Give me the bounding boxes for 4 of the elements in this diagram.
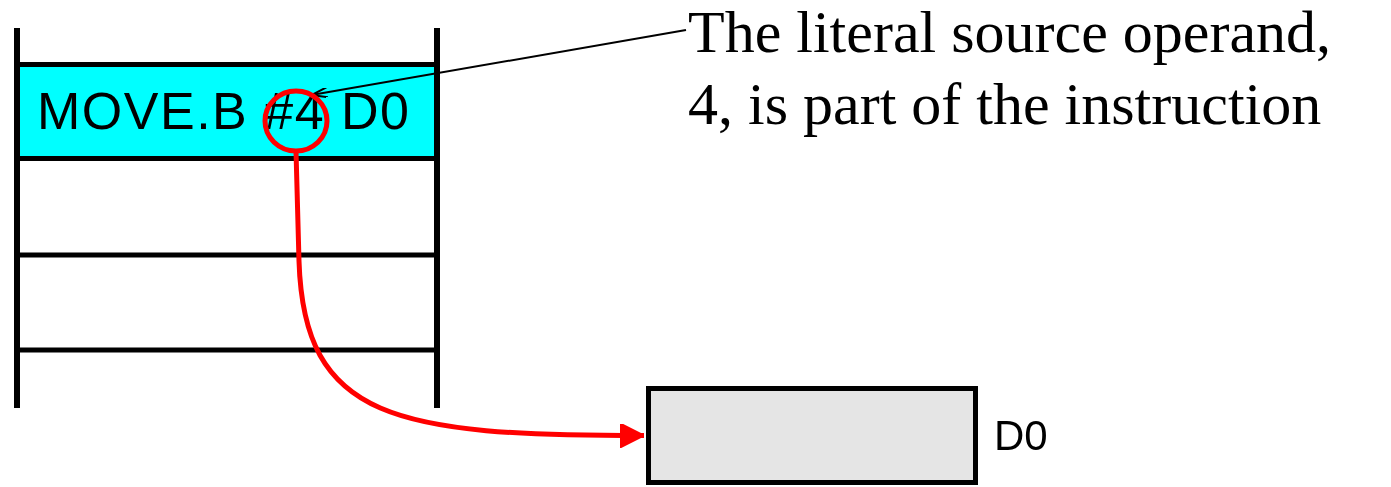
register-box [646,386,978,485]
callout-text: The literal source operand, 4, is part of the instruction [688,0,1333,139]
register-label: D0 [994,412,1048,460]
arrow [293,150,645,449]
